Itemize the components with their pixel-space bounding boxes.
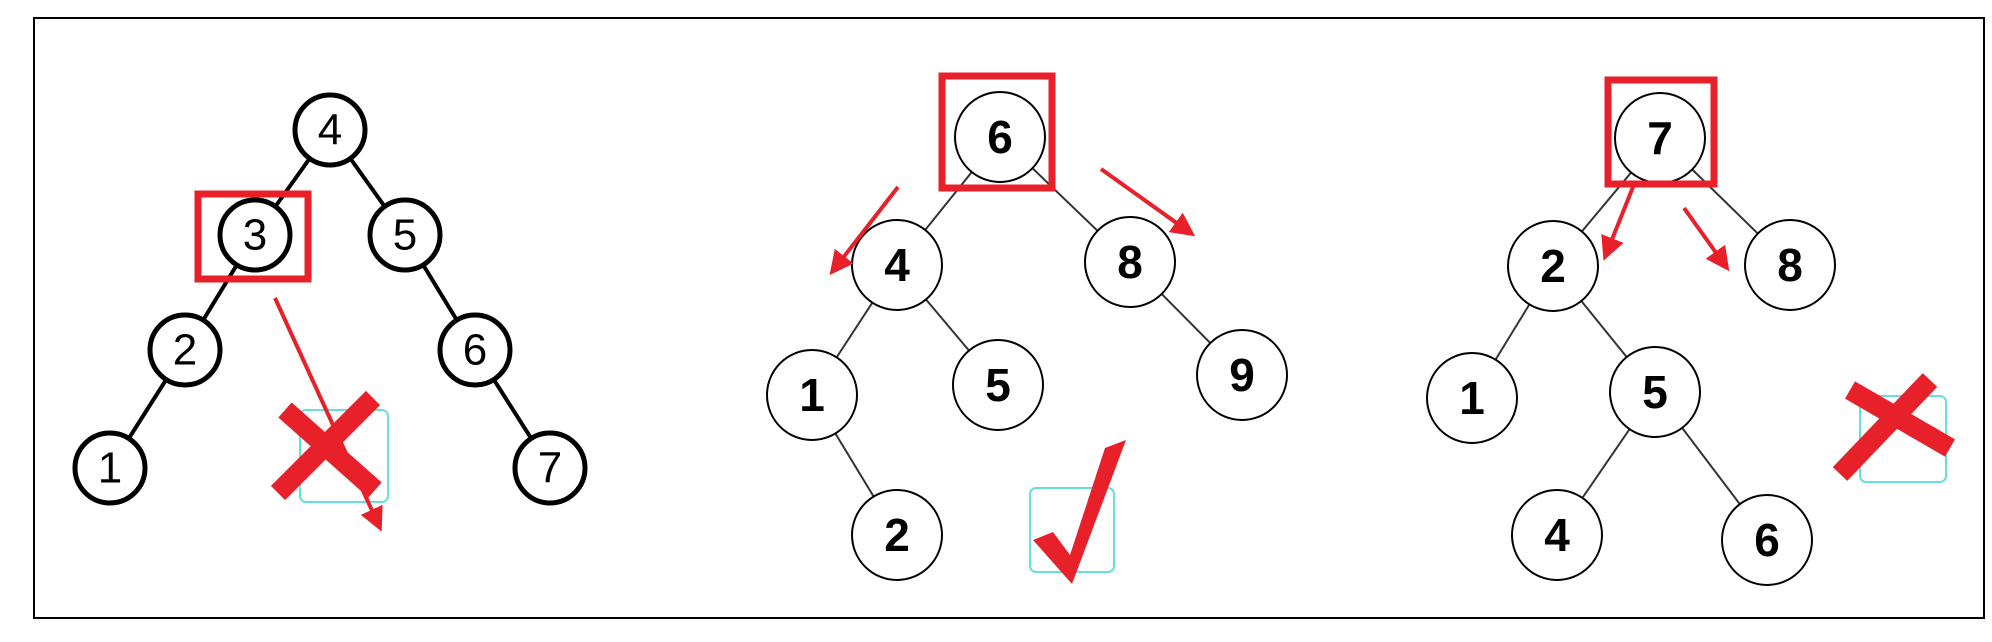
- svg-text:8: 8: [1777, 239, 1803, 291]
- tree3-node-4: 4: [1511, 489, 1603, 581]
- tree3-node-6: 6: [1721, 494, 1813, 586]
- tree3-node-2: 2: [1507, 220, 1599, 312]
- tree3-node-5: 5: [1609, 346, 1701, 438]
- svg-text:1: 1: [799, 369, 825, 421]
- tree2-arrow-right: [1099, 167, 1196, 237]
- svg-text:5: 5: [985, 359, 1011, 411]
- tree3-node-7: 7: [1614, 92, 1706, 184]
- svg-text:1: 1: [98, 444, 122, 493]
- tree2-node-9: 9: [1196, 329, 1288, 421]
- tree-1: 4 3 5 2 6 1 7: [72, 92, 588, 532]
- tree2-node-6: 6: [954, 91, 1046, 183]
- tree-3: 7 2 8 1 5 4 6: [1426, 76, 1956, 586]
- tree1-verdict-box: [299, 409, 389, 503]
- svg-text:5: 5: [393, 211, 417, 260]
- svg-text:4: 4: [1544, 509, 1570, 561]
- cross-icon: [1832, 373, 1956, 481]
- svg-text:2: 2: [1540, 240, 1566, 292]
- cross-icon: [270, 390, 382, 501]
- tree3-arrow-right: [1682, 206, 1730, 272]
- tree2-node-4: 4: [851, 219, 943, 311]
- tree1-node-6: 6: [437, 312, 513, 388]
- tree1-node-7: 7: [512, 430, 588, 506]
- svg-text:6: 6: [1754, 514, 1780, 566]
- tree1-node-3: 3: [217, 197, 293, 273]
- tree1-arrow: [273, 297, 383, 532]
- svg-text:7: 7: [1647, 112, 1673, 164]
- tree2-arrow-left: [829, 185, 900, 276]
- check-icon: [1033, 440, 1126, 584]
- svg-text:4: 4: [318, 106, 342, 155]
- svg-text:6: 6: [987, 111, 1013, 163]
- tree3-arrow-left: [1601, 186, 1635, 261]
- tree1-node-4: 4: [292, 92, 368, 168]
- svg-text:7: 7: [538, 444, 562, 493]
- tree3-node-8: 8: [1744, 219, 1836, 311]
- tree1-node-2: 2: [147, 312, 223, 388]
- tree1-highlight-box: [194, 190, 312, 283]
- tree2-node-5: 5: [952, 339, 1044, 431]
- tree3-highlight-box: [1604, 76, 1718, 188]
- tree1-node-1: 1: [72, 430, 148, 506]
- svg-text:4: 4: [884, 239, 910, 291]
- svg-text:5: 5: [1642, 366, 1668, 418]
- svg-text:3: 3: [243, 211, 267, 260]
- svg-text:8: 8: [1117, 236, 1143, 288]
- svg-text:2: 2: [173, 326, 197, 375]
- tree2-node-1: 1: [766, 349, 858, 441]
- svg-text:2: 2: [884, 509, 910, 561]
- tree2-node-2: 2: [851, 489, 943, 581]
- svg-text:6: 6: [463, 326, 487, 375]
- tree2-highlight-box: [938, 72, 1056, 192]
- tree-2: 6 4 8 1 5 9 2: [766, 72, 1288, 584]
- svg-text:1: 1: [1459, 372, 1485, 424]
- diagram-frame: [33, 17, 1985, 619]
- tree3-node-1: 1: [1426, 352, 1518, 444]
- tree2-node-8: 8: [1084, 216, 1176, 308]
- tree1-node-5: 5: [367, 197, 443, 273]
- svg-text:9: 9: [1229, 349, 1255, 401]
